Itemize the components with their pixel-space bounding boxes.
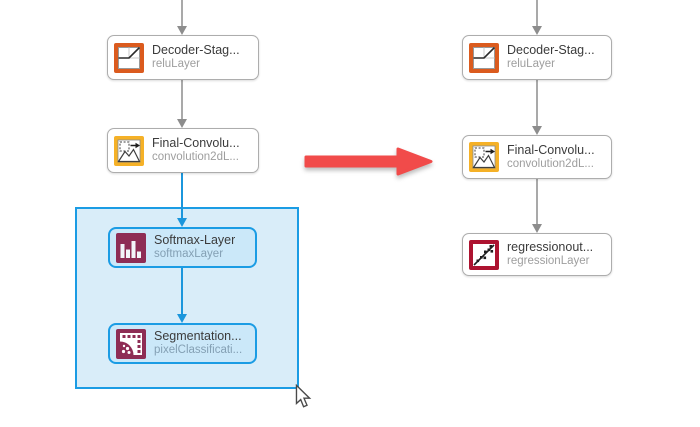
- layer-node-softmax[interactable]: Softmax-Layer softmaxLayer: [108, 227, 257, 268]
- layer-title: Softmax-Layer: [154, 233, 236, 248]
- connector-arrowhead-icon: [532, 26, 542, 35]
- layer-type: softmaxLayer: [154, 248, 224, 261]
- connector-line: [536, 178, 538, 224]
- layer-title: Segmentation...: [154, 329, 242, 344]
- layer-title: Final-Convolu...: [507, 142, 595, 157]
- layer-title: Final-Convolu...: [152, 136, 240, 151]
- layer-node-final-convolution-right[interactable]: Final-Convolu... convolution2dL...: [462, 135, 612, 179]
- red-transform-arrow-icon: [299, 142, 439, 187]
- layer-node-segmentation[interactable]: Segmentation... pixelClassificati...: [108, 323, 257, 364]
- relu-layer-icon: [114, 42, 144, 73]
- relu-layer-icon: [469, 42, 499, 73]
- layer-node-decoder-stage-left[interactable]: Decoder-Stag... reluLayer: [107, 35, 259, 80]
- layer-title: Decoder-Stag...: [152, 43, 240, 58]
- connector-arrowhead-icon: [177, 26, 187, 35]
- layer-node-final-convolution-left[interactable]: Final-Convolu... convolution2dL...: [107, 128, 259, 173]
- layer-node-decoder-stage-right[interactable]: Decoder-Stag... reluLayer: [462, 35, 612, 80]
- connector-line: [536, 0, 538, 27]
- convolution2d-layer-icon: [114, 135, 144, 166]
- connector-line: [536, 80, 538, 127]
- layer-type: convolution2dL...: [152, 151, 239, 164]
- connector-line-selected: [181, 172, 183, 219]
- connector-line: [181, 80, 183, 120]
- connector-line-selected: [181, 267, 183, 315]
- connector-arrowhead-icon: [177, 119, 187, 128]
- mouse-cursor-icon: [295, 383, 313, 415]
- connector-arrowhead-icon: [532, 126, 542, 135]
- layer-type: reluLayer: [152, 58, 200, 71]
- layer-title: Decoder-Stag...: [507, 43, 595, 58]
- layer-type: reluLayer: [507, 58, 555, 71]
- connector-arrowhead-icon: [177, 314, 187, 323]
- connector-arrowhead-icon: [177, 218, 187, 227]
- pixel-classification-layer-icon: [116, 328, 146, 359]
- regression-layer-icon: [469, 239, 499, 270]
- layer-title: regressionout...: [507, 240, 594, 255]
- layer-type: regressionLayer: [507, 255, 590, 268]
- layer-type: convolution2dL...: [507, 157, 594, 170]
- layer-type: pixelClassificati...: [154, 344, 243, 357]
- connector-line: [181, 0, 183, 27]
- softmax-layer-icon: [116, 232, 146, 263]
- layer-node-regression-output[interactable]: regressionout... regressionLayer: [462, 233, 612, 276]
- convolution2d-layer-icon: [469, 142, 499, 172]
- connector-arrowhead-icon: [532, 224, 542, 233]
